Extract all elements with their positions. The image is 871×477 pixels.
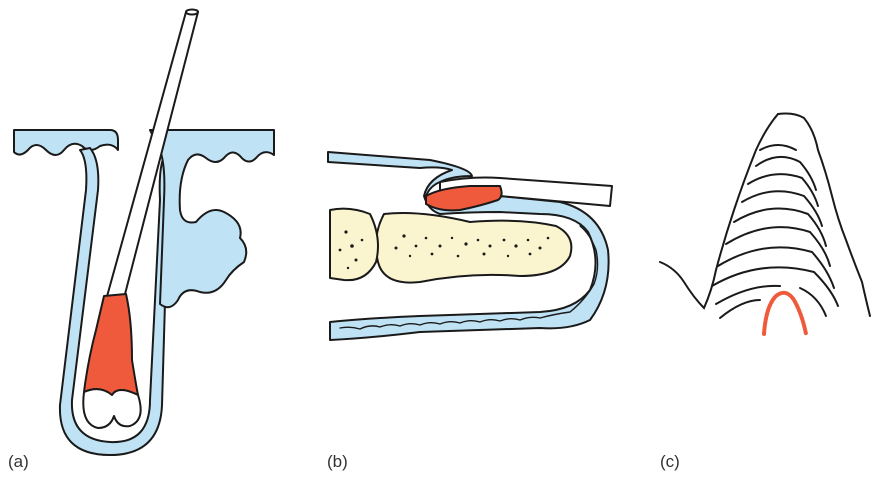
hair-shaft-tip: [186, 10, 198, 15]
middle-phalanx-bone: [330, 209, 378, 281]
cone-inner-curve-10: [720, 300, 760, 318]
cone-inner-curve-1: [760, 145, 796, 150]
panel-label-c: (c): [660, 452, 680, 472]
skin-surface-right-with-gland: [150, 130, 274, 307]
cone-inner-curve-11: [800, 288, 826, 316]
lesion-red-a: [84, 294, 138, 395]
panel-label-a: (a): [8, 452, 29, 472]
distal-phalanx-bone: [376, 213, 571, 283]
skin-surface-left: [14, 130, 118, 155]
dermal-papilla: [83, 389, 140, 428]
panel-c-cone-diagram: [660, 114, 870, 335]
panel-b-fingertip-diagram: [328, 152, 612, 340]
lesion-red-arch-c: [764, 293, 806, 334]
cone-outer-right: [778, 114, 870, 317]
panel-label-b: (b): [327, 452, 348, 472]
panel-a-follicle-diagram: [14, 10, 274, 456]
